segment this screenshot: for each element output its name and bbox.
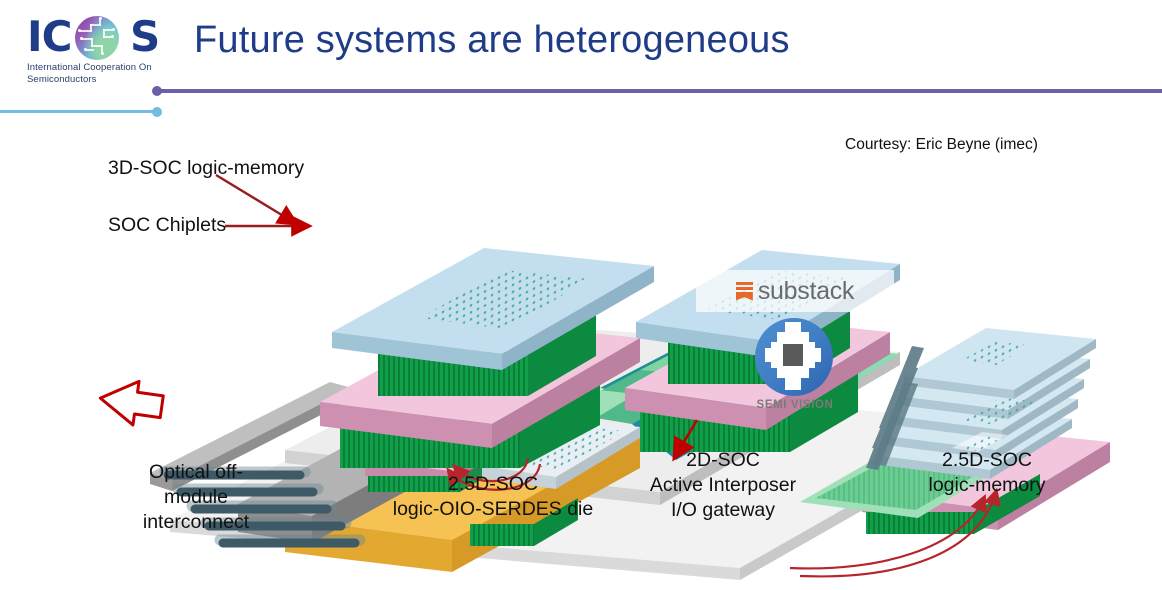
label-2d-soc-interposer: 2D-SOC Active Interposer I/O gateway xyxy=(649,449,797,521)
substack-watermark: substack SEMI VISION xyxy=(696,270,894,420)
label-soc-chiplets: SOC Chiplets xyxy=(108,214,227,236)
micro-bump-cluster xyxy=(470,498,578,546)
substrate-rails xyxy=(150,382,352,491)
pixel-avatar-icon xyxy=(755,318,833,396)
globe-circuit-icon xyxy=(75,16,119,60)
divider-blue xyxy=(0,110,158,113)
watermark-caption: SEMI VISION xyxy=(756,399,834,411)
logo-text-s: S xyxy=(130,12,160,61)
substack-wordmark: substack xyxy=(757,276,855,305)
label-3d-soc-logic-memory: 3D-SOC logic-memory xyxy=(108,157,305,179)
substack-logo: substack xyxy=(696,270,894,312)
logo-tagline: International Cooperation On Semiconduct… xyxy=(27,62,152,85)
substack-bookmark-icon xyxy=(735,281,753,301)
icos-wordmark: IC S xyxy=(26,14,166,60)
divider-purple xyxy=(158,89,1162,93)
label-optical-off-module-interconnect: Optical off- module interconnect xyxy=(142,461,250,533)
icos-logo: IC S xyxy=(26,14,166,90)
logo-text-ic: IC xyxy=(27,12,72,61)
slide-header: IC S xyxy=(0,0,1162,120)
divider-purple-dot xyxy=(152,86,162,96)
label-25d-soc-serdes: 2.5D-SOC logic-OIO-SERDES die xyxy=(392,473,594,520)
divider-blue-dot xyxy=(152,107,162,117)
optical-fibers xyxy=(159,466,366,548)
courtesy-credit: Courtesy: Eric Beyne (imec) xyxy=(845,136,1038,153)
page-title: Future systems are heterogeneous xyxy=(194,19,790,61)
heterogeneous-system-diagram: Courtesy: Eric Beyne (imec) xyxy=(0,120,1162,590)
soc-chiplet-stack-left xyxy=(320,248,654,468)
label-25d-soc-logic-memory: 2.5D-SOC logic-memory xyxy=(928,449,1046,496)
